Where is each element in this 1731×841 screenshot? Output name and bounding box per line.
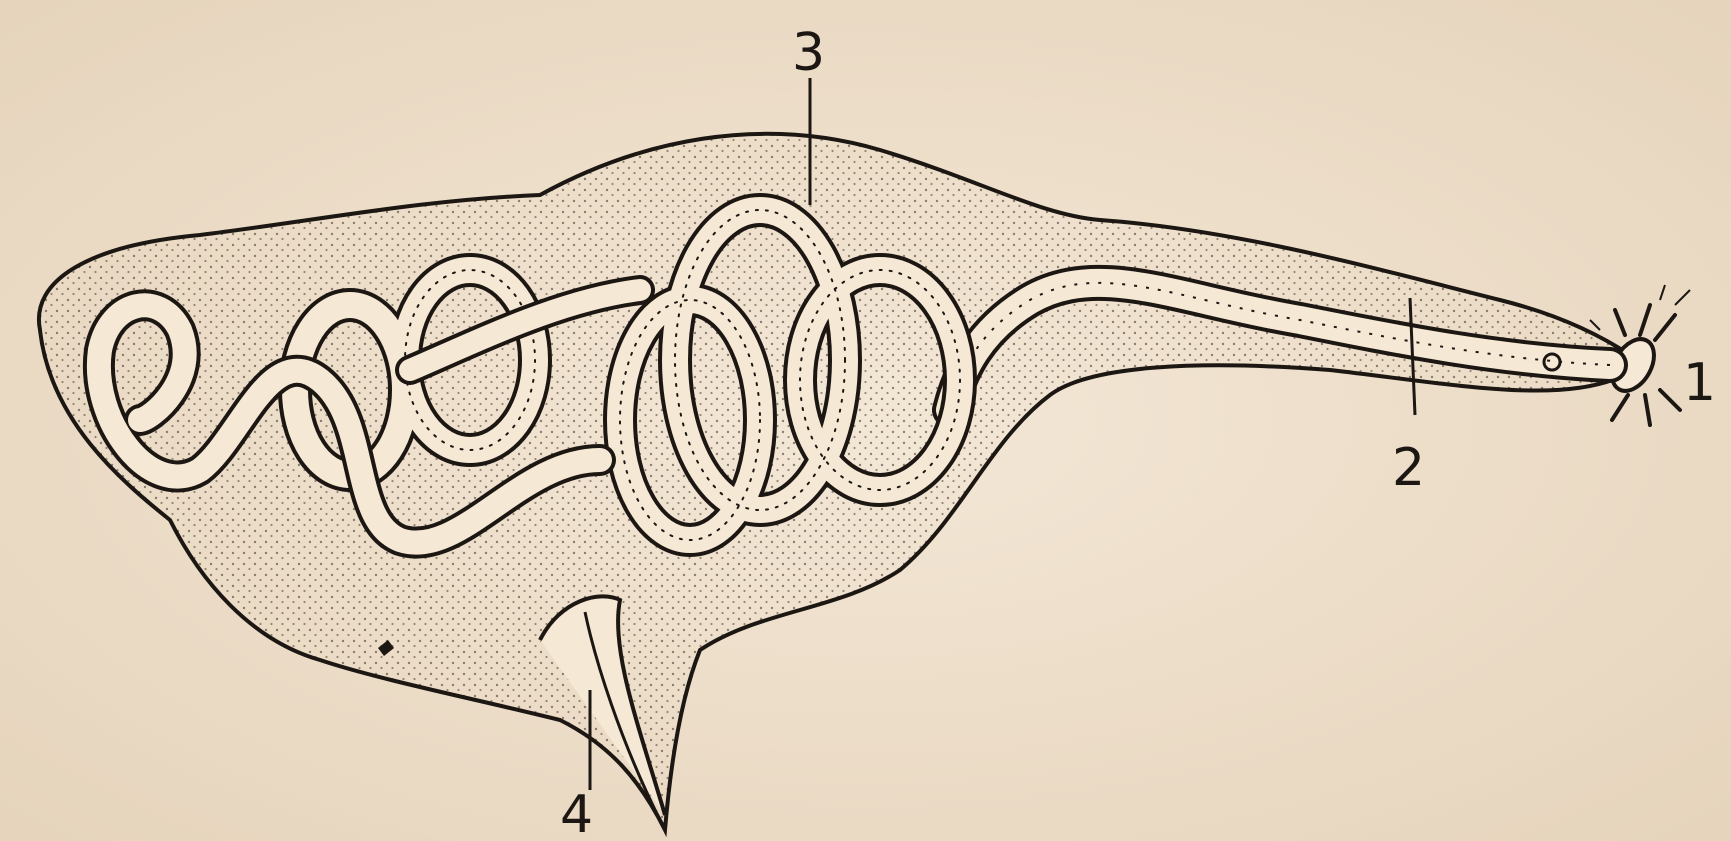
label-3: 3 bbox=[792, 23, 825, 83]
label-4: 4 bbox=[560, 785, 593, 841]
label-2: 2 bbox=[1392, 438, 1425, 498]
label-1: 1 bbox=[1683, 353, 1716, 413]
